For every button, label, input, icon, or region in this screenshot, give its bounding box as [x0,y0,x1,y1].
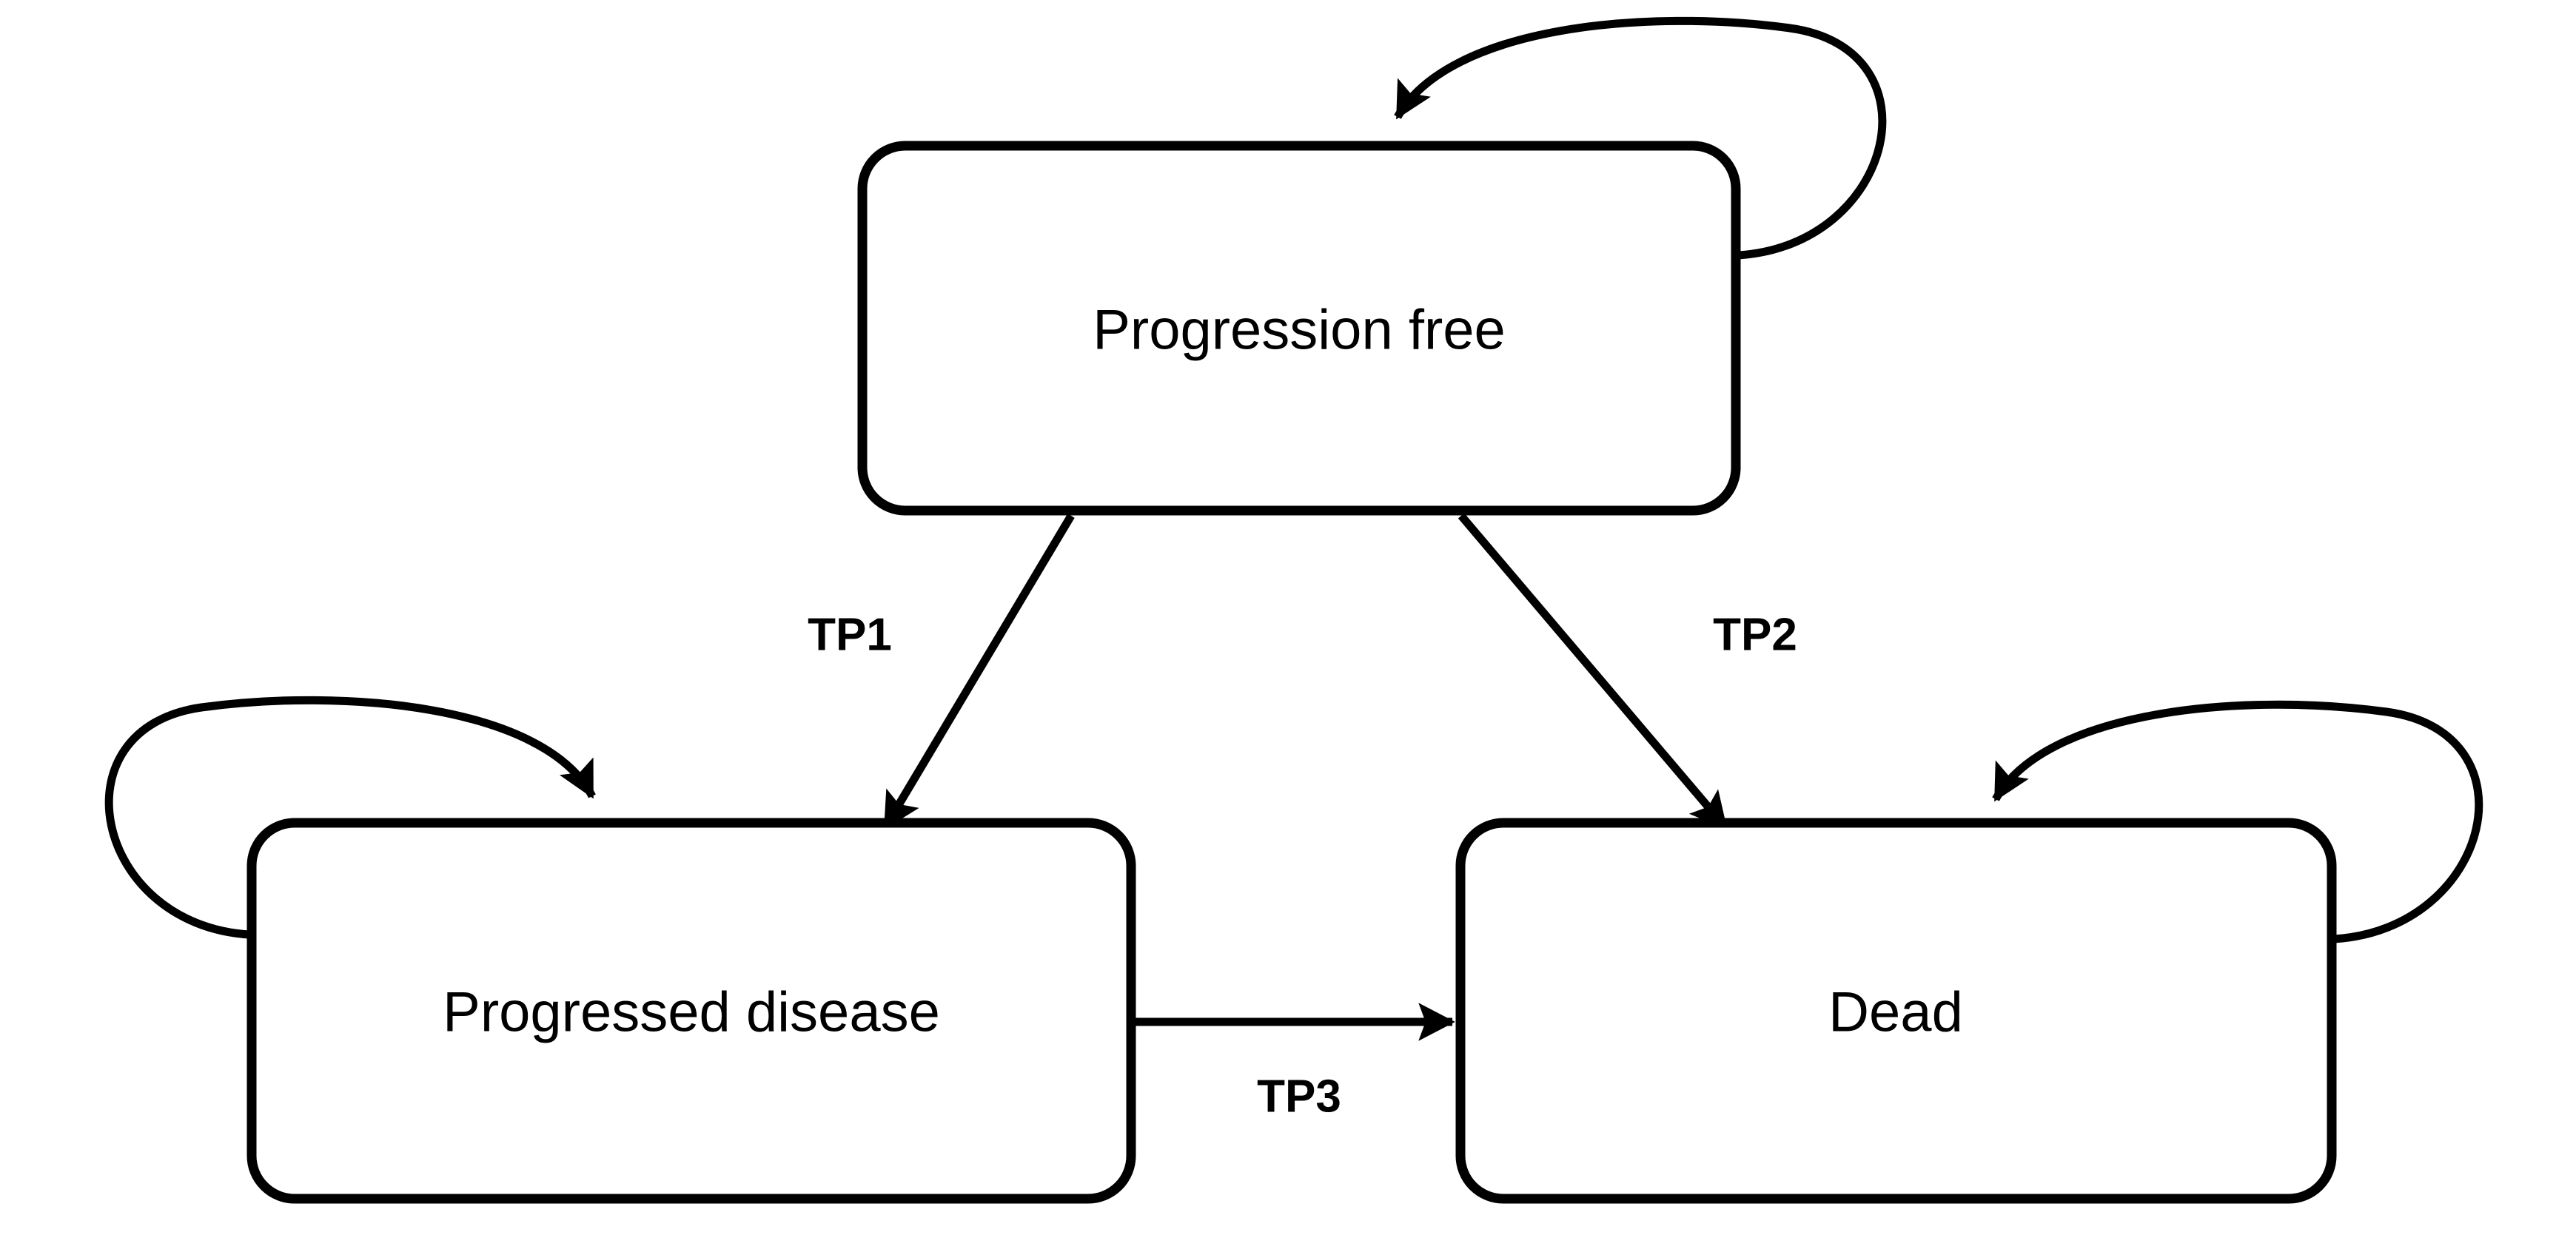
self-loop-progressed-disease[interactable] [104,696,596,939]
state-progression-free[interactable]: Progression free [857,141,1741,516]
state-progressed-disease-rect [246,818,1136,1204]
transition-tp2-path [1458,513,1729,830]
state-dead[interactable]: Dead [1455,818,2337,1204]
self-loop-dead-path [1992,700,2483,943]
state-progression-free-label: Progression free [1093,299,1506,362]
transition-tp1[interactable] [882,514,1075,830]
transition-tp1-label: TP1 [808,610,892,661]
state-progressed-disease-label: Progressed disease [443,981,940,1044]
self-loop-dead[interactable] [1992,700,2483,943]
state-dead-label: Dead [1828,981,1963,1044]
transition-tp2[interactable] [1458,513,1729,830]
self-loop-progressed-disease-path [104,696,596,939]
self-loop-progression-free[interactable] [1394,16,1887,260]
transition-tp1-path [882,514,1075,830]
transition-tp3-label: TP3 [1257,1071,1341,1123]
state-dead-rect [1455,818,2337,1204]
state-progressed-disease[interactable]: Progressed disease [246,818,1136,1204]
self-loop-progression-free-path [1394,16,1887,260]
state-progression-free-rect [857,141,1741,516]
transition-tp2-label: TP2 [1713,610,1797,661]
